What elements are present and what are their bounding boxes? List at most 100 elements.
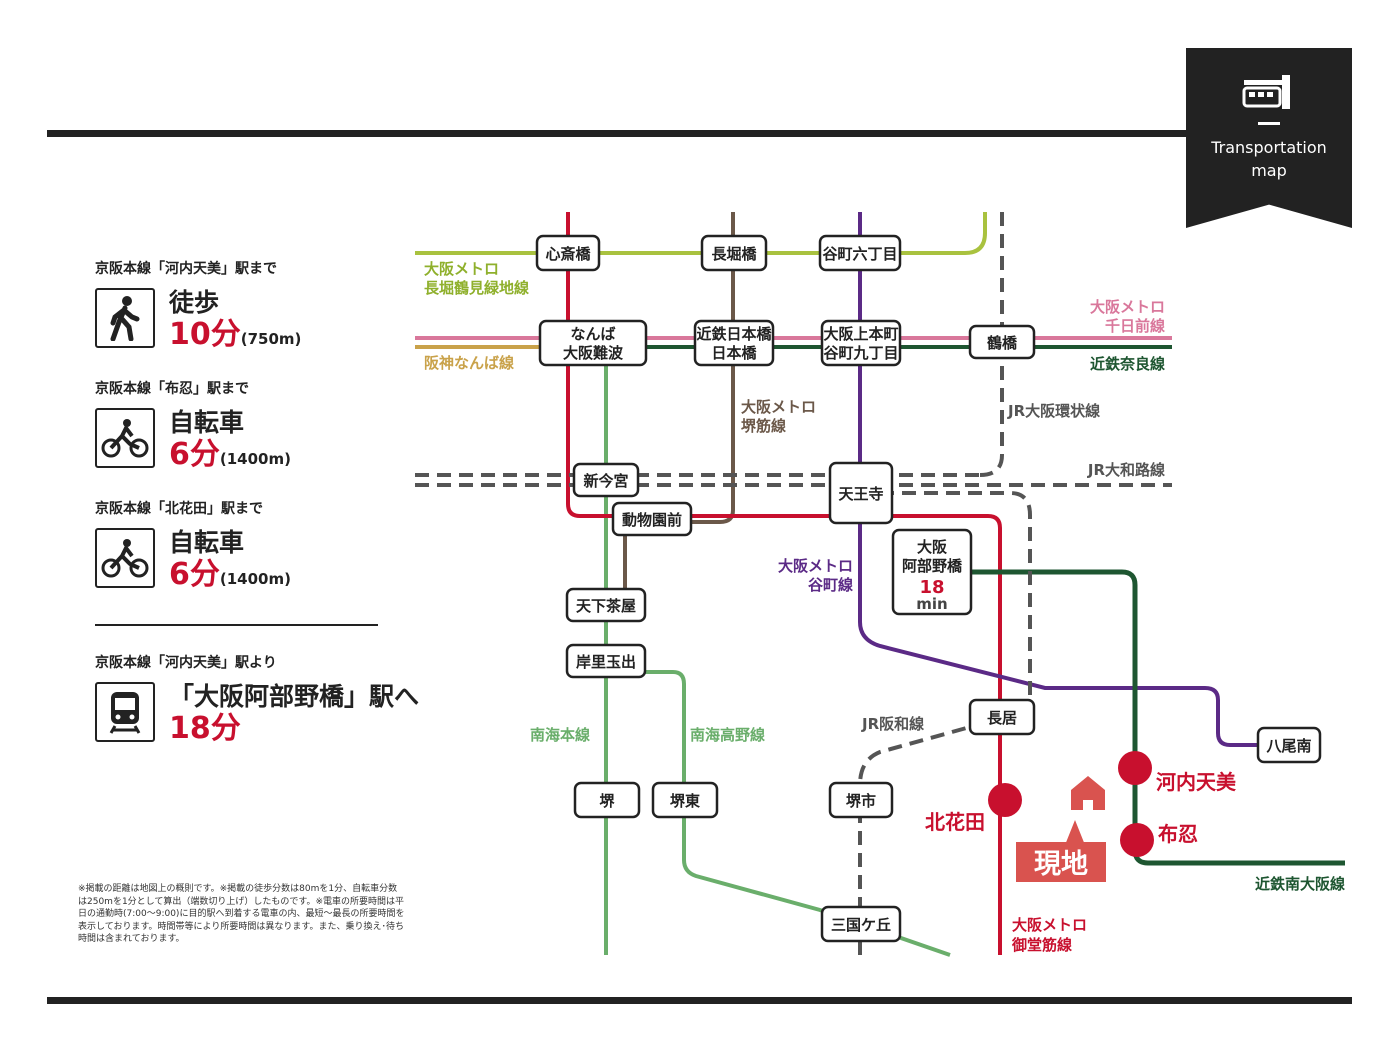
station-name: 心斎橋 (545, 245, 591, 263)
station-tennoji: 天王寺 (828, 461, 894, 525)
label-jr-hanwa: JR阪和線 (861, 715, 924, 733)
station-name: 新今宮 (583, 472, 628, 490)
access-heading: 京阪本線「北花田」駅まで (95, 501, 263, 517)
current-location-stations (988, 751, 1154, 857)
station-name: 鶴橋 (987, 334, 1018, 352)
station-name: 八尾南 (1265, 737, 1311, 755)
transportation-map-badge: Transportation map (1186, 48, 1352, 228)
station-dot-kawachiamami (1118, 751, 1152, 785)
station-name: 堺 (599, 792, 615, 810)
station-name: 近鉄日本橋 (696, 325, 772, 343)
access-heading: 京阪本線「河内天美」駅まで (95, 261, 277, 277)
label-nagahori-2: 長堀鶴見緑地線 (424, 279, 529, 297)
station-name: 阿部野橋 (902, 557, 963, 575)
station-name: 岸里玉出 (576, 653, 636, 671)
line-nankai-koya (645, 670, 951, 957)
station-name: 大阪 (917, 538, 948, 556)
station-dot-nunose (1120, 823, 1154, 857)
line-jr-loop (979, 212, 1004, 477)
station-dobutsuen: 動物園前 (611, 501, 693, 537)
station-name: 三国ケ丘 (831, 916, 891, 934)
station-box (651, 781, 719, 819)
station-name: 日本橋 (711, 344, 757, 362)
line-midosuji (566, 212, 1002, 955)
label-sennichimae-1: 大阪メトロ (1090, 298, 1165, 316)
station-sakaishi: 堺市 (828, 781, 894, 819)
access-bike-nunose: 京阪本線「布忍」駅まで 自転車 6分(1400m) (95, 378, 291, 476)
station-tsuruhashi: 鶴橋 (968, 324, 1036, 360)
station-box (968, 324, 1036, 360)
train-station-icon (1242, 75, 1290, 125)
access-mode: 自転車 (169, 408, 245, 437)
walking-person-icon (95, 288, 155, 348)
station-box (828, 781, 894, 819)
station-name: 堺東 (670, 792, 700, 810)
label-kintetsu-minami: 近鉄南大阪線 (1255, 875, 1345, 893)
badge-title-2: map (1251, 161, 1287, 180)
station-name: 天王寺 (838, 485, 883, 503)
current-location-marker: 現地 (1016, 776, 1106, 882)
access-distance: (1400m) (219, 450, 291, 468)
station-box (891, 528, 973, 616)
line-jr-yamatoji (415, 473, 1172, 487)
label-nagahori-1: 大阪メトロ (424, 260, 499, 278)
station-box (538, 319, 648, 367)
station-box (828, 461, 894, 525)
station-mikunigaoka: 三国ケ丘 (820, 905, 902, 943)
house-icon (1071, 776, 1105, 810)
label-tanimachi-2: 谷町線 (808, 576, 853, 594)
access-mode: 「大阪阿部野橋」駅へ (169, 682, 420, 711)
train-icon (95, 682, 155, 742)
station-name: 大阪難波 (563, 344, 624, 362)
label-hanshin: 阪神なんば線 (424, 354, 514, 372)
bottom-rule (47, 997, 1352, 1004)
access-walk: 京阪本線「河内天美」駅まで 徒歩 10分(750m) (95, 258, 301, 356)
station-box (693, 319, 775, 367)
travel-time-unit: min (916, 595, 947, 613)
access-time: 18分 (169, 711, 241, 746)
footnote: ※掲載の距離は地図上の概則です。※掲載の徒歩分数は80mを1分、自転車分数は25… (78, 884, 405, 944)
station-name: 谷町九丁目 (823, 344, 898, 362)
line-tanimachi (858, 212, 1260, 747)
station-sakaihigashi: 堺東 (651, 781, 719, 819)
label-nankai-koya: 南海高野線 (690, 726, 765, 744)
station-nagahoribashi: 長堀橋 (700, 234, 768, 272)
line-kintetsu-minami (970, 569, 1345, 866)
access-time: 10分 (169, 317, 241, 352)
station-box (572, 462, 640, 498)
station-tengachaya: 天下茶屋 (565, 587, 647, 623)
label-jr-yamatoji: JR大和路線 (1087, 461, 1165, 479)
access-heading: 京阪本線「河内天美」駅より (95, 655, 277, 671)
badge-title-1: Transportation (1211, 138, 1327, 157)
label-sennichimae-2: 千日前線 (1105, 317, 1165, 335)
station-shinsaibashi: 心斎橋 (535, 234, 601, 272)
label-kintetsu-nara: 近鉄奈良線 (1090, 355, 1165, 373)
station-box (565, 587, 647, 623)
station-name: 天下茶屋 (576, 597, 636, 615)
station-box (700, 234, 768, 272)
label-midosuji-1: 大阪メトロ (1012, 916, 1087, 934)
divider (95, 624, 378, 626)
label-midosuji-2: 御堂筋線 (1011, 936, 1072, 954)
line-jr-hanwa (858, 491, 1032, 955)
station-name: 大阪上本町 (823, 325, 898, 343)
station-name: なんば (570, 325, 615, 343)
station-label-nunose: 布忍 (1158, 822, 1198, 846)
station-box (573, 781, 641, 819)
access-mode: 自転車 (169, 528, 245, 557)
station-name: 長居 (987, 709, 1017, 727)
access-distance: (1400m) (219, 570, 291, 588)
station-label-kawachiamami: 河内天美 (1156, 770, 1237, 794)
access-train: 京阪本線「河内天美」駅より 「大阪阿部野橋」駅へ 18分 (95, 652, 419, 746)
station-label-kitahanada: 北花田 (925, 810, 985, 834)
access-mode: 徒歩 (169, 288, 220, 317)
station-nagai: 長居 (968, 698, 1036, 736)
line-nagahori (415, 212, 987, 255)
current-location-label: 現地 (1034, 849, 1088, 880)
station-box (968, 698, 1036, 736)
